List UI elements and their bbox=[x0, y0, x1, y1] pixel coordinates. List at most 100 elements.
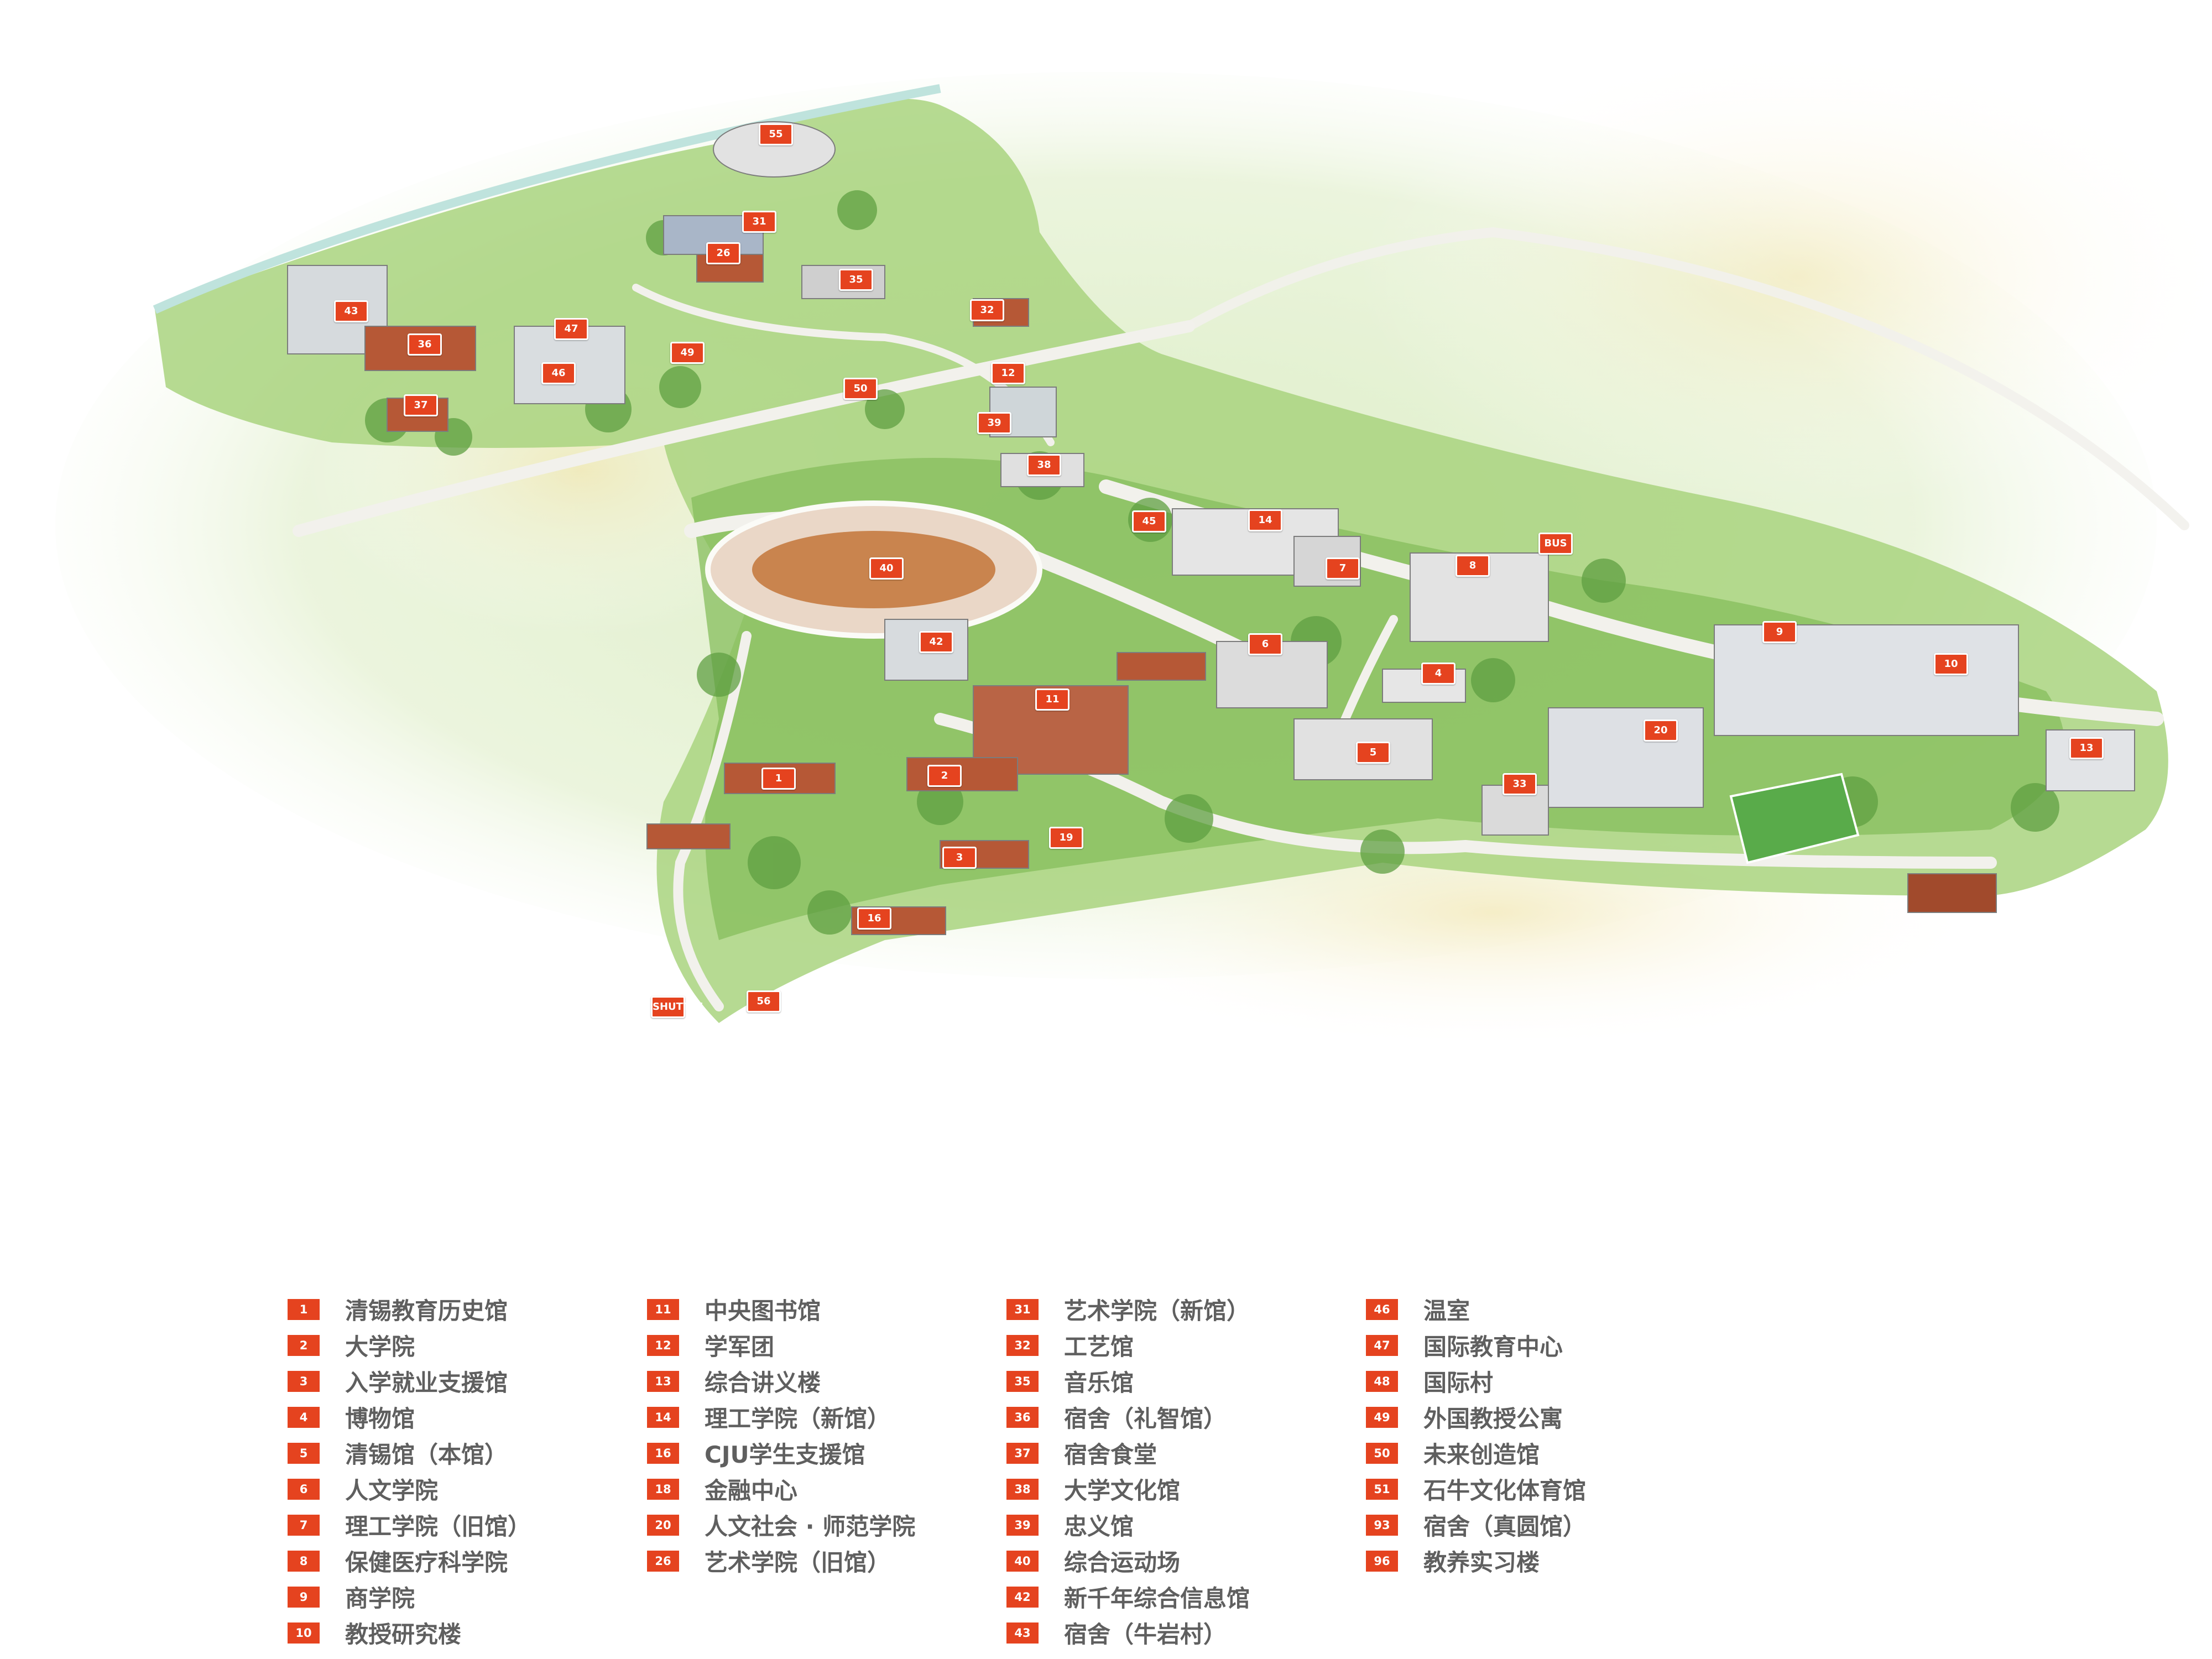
legend-label: 人文学院 bbox=[345, 1477, 439, 1504]
map-marker-46[interactable]: 46 bbox=[541, 362, 576, 384]
legend-number-badge: 47 bbox=[1366, 1334, 1398, 1356]
river bbox=[153, 84, 941, 314]
map-marker-31[interactable]: 31 bbox=[742, 211, 776, 233]
legend-item[interactable]: 10 教授研究楼 bbox=[288, 1615, 641, 1651]
legend-item[interactable]: 18 金融中心 bbox=[647, 1471, 1001, 1507]
map-marker-12[interactable]: 12 bbox=[991, 362, 1025, 384]
legend-number-badge: 12 bbox=[647, 1334, 679, 1356]
map-marker-8[interactable]: 8 bbox=[1455, 555, 1490, 577]
legend-number-badge: 18 bbox=[647, 1478, 679, 1500]
legend-number-badge: 10 bbox=[288, 1622, 320, 1644]
buildings bbox=[287, 121, 2135, 935]
legend-number-badge: 32 bbox=[1006, 1334, 1039, 1356]
map-marker-45[interactable]: 45 bbox=[1132, 510, 1166, 533]
map-marker-20[interactable]: 20 bbox=[1644, 719, 1678, 742]
map-marker-35[interactable]: 35 bbox=[839, 269, 873, 291]
legend-label: 石牛文化体育馆 bbox=[1423, 1477, 1587, 1504]
map-marker-10[interactable]: 10 bbox=[1934, 653, 1968, 675]
map-marker-43[interactable]: 43 bbox=[334, 300, 368, 322]
map-marker-38[interactable]: 38 bbox=[1027, 454, 1061, 476]
legend-label: 教授研究楼 bbox=[345, 1621, 462, 1648]
legend-number-badge: 8 bbox=[288, 1550, 320, 1572]
map-marker-11[interactable]: 11 bbox=[1035, 688, 1070, 711]
legend-number-badge: 16 bbox=[647, 1442, 679, 1464]
map-marker-47[interactable]: 47 bbox=[554, 318, 588, 340]
legend-item[interactable]: 32 工艺馆 bbox=[1006, 1327, 1360, 1363]
map-marker-33[interactable]: 33 bbox=[1503, 773, 1537, 795]
map-marker-14[interactable]: 14 bbox=[1248, 509, 1282, 531]
map-marker-4[interactable]: 4 bbox=[1421, 662, 1455, 685]
legend-number-badge: 96 bbox=[1366, 1550, 1398, 1572]
map-marker-40[interactable]: 40 bbox=[869, 557, 904, 580]
map-marker-shuttle[interactable]: SHUTTLE bbox=[651, 996, 703, 1018]
legend-label: 宿舍（礼智馆） bbox=[1064, 1405, 1227, 1432]
legend-label: 工艺馆 bbox=[1064, 1333, 1134, 1360]
legend-item[interactable]: 36 宿舍（礼智馆） bbox=[1006, 1399, 1360, 1435]
legend-label: 金融中心 bbox=[705, 1477, 798, 1504]
map-marker-39[interactable]: 39 bbox=[977, 412, 1011, 434]
map-marker-56[interactable]: 56 bbox=[747, 990, 781, 1013]
map-marker-19[interactable]: 19 bbox=[1049, 827, 1083, 849]
legend-label: 音乐馆 bbox=[1064, 1369, 1134, 1396]
map-marker-bus[interactable]: BUS bbox=[1538, 533, 1573, 555]
map-marker-7[interactable]: 7 bbox=[1326, 557, 1360, 580]
map-marker-50[interactable]: 50 bbox=[843, 378, 878, 400]
map-marker-2[interactable]: 2 bbox=[927, 765, 962, 787]
map-marker-6[interactable]: 6 bbox=[1248, 633, 1282, 655]
map-marker-55[interactable]: 55 bbox=[759, 123, 793, 145]
map-marker-32[interactable]: 32 bbox=[970, 299, 1004, 321]
legend-number-badge: 50 bbox=[1366, 1442, 1398, 1464]
legend-number-badge: 31 bbox=[1006, 1298, 1039, 1320]
legend-number-badge: 51 bbox=[1366, 1478, 1398, 1500]
legend-item[interactable]: 51 石牛文化体育馆 bbox=[1366, 1471, 1720, 1507]
map-marker-42[interactable]: 42 bbox=[919, 631, 953, 653]
map-marker-13[interactable]: 13 bbox=[2069, 737, 2104, 759]
map-marker-26[interactable]: 26 bbox=[706, 242, 740, 264]
map-marker-9[interactable]: 9 bbox=[1762, 621, 1797, 643]
legend-item[interactable]: 50 未来创造馆 bbox=[1366, 1435, 1720, 1471]
legend-label: 清锡馆（本馆） bbox=[345, 1441, 508, 1468]
map-marker-49[interactable]: 49 bbox=[670, 342, 705, 364]
map-marker-36[interactable]: 36 bbox=[408, 333, 442, 356]
legend-number-badge: 36 bbox=[1006, 1406, 1039, 1428]
map-marker-3[interactable]: 3 bbox=[942, 847, 977, 869]
map-marker-1[interactable]: 1 bbox=[761, 768, 796, 790]
map-marker-5[interactable]: 5 bbox=[1356, 742, 1390, 764]
map-marker-37[interactable]: 37 bbox=[404, 394, 438, 416]
map-marker-16[interactable]: 16 bbox=[857, 907, 891, 930]
legend-label: 未来创造馆 bbox=[1423, 1441, 1540, 1468]
legend-number-badge: 35 bbox=[1006, 1370, 1039, 1392]
legend-item[interactable]: 35 音乐馆 bbox=[1006, 1363, 1360, 1399]
